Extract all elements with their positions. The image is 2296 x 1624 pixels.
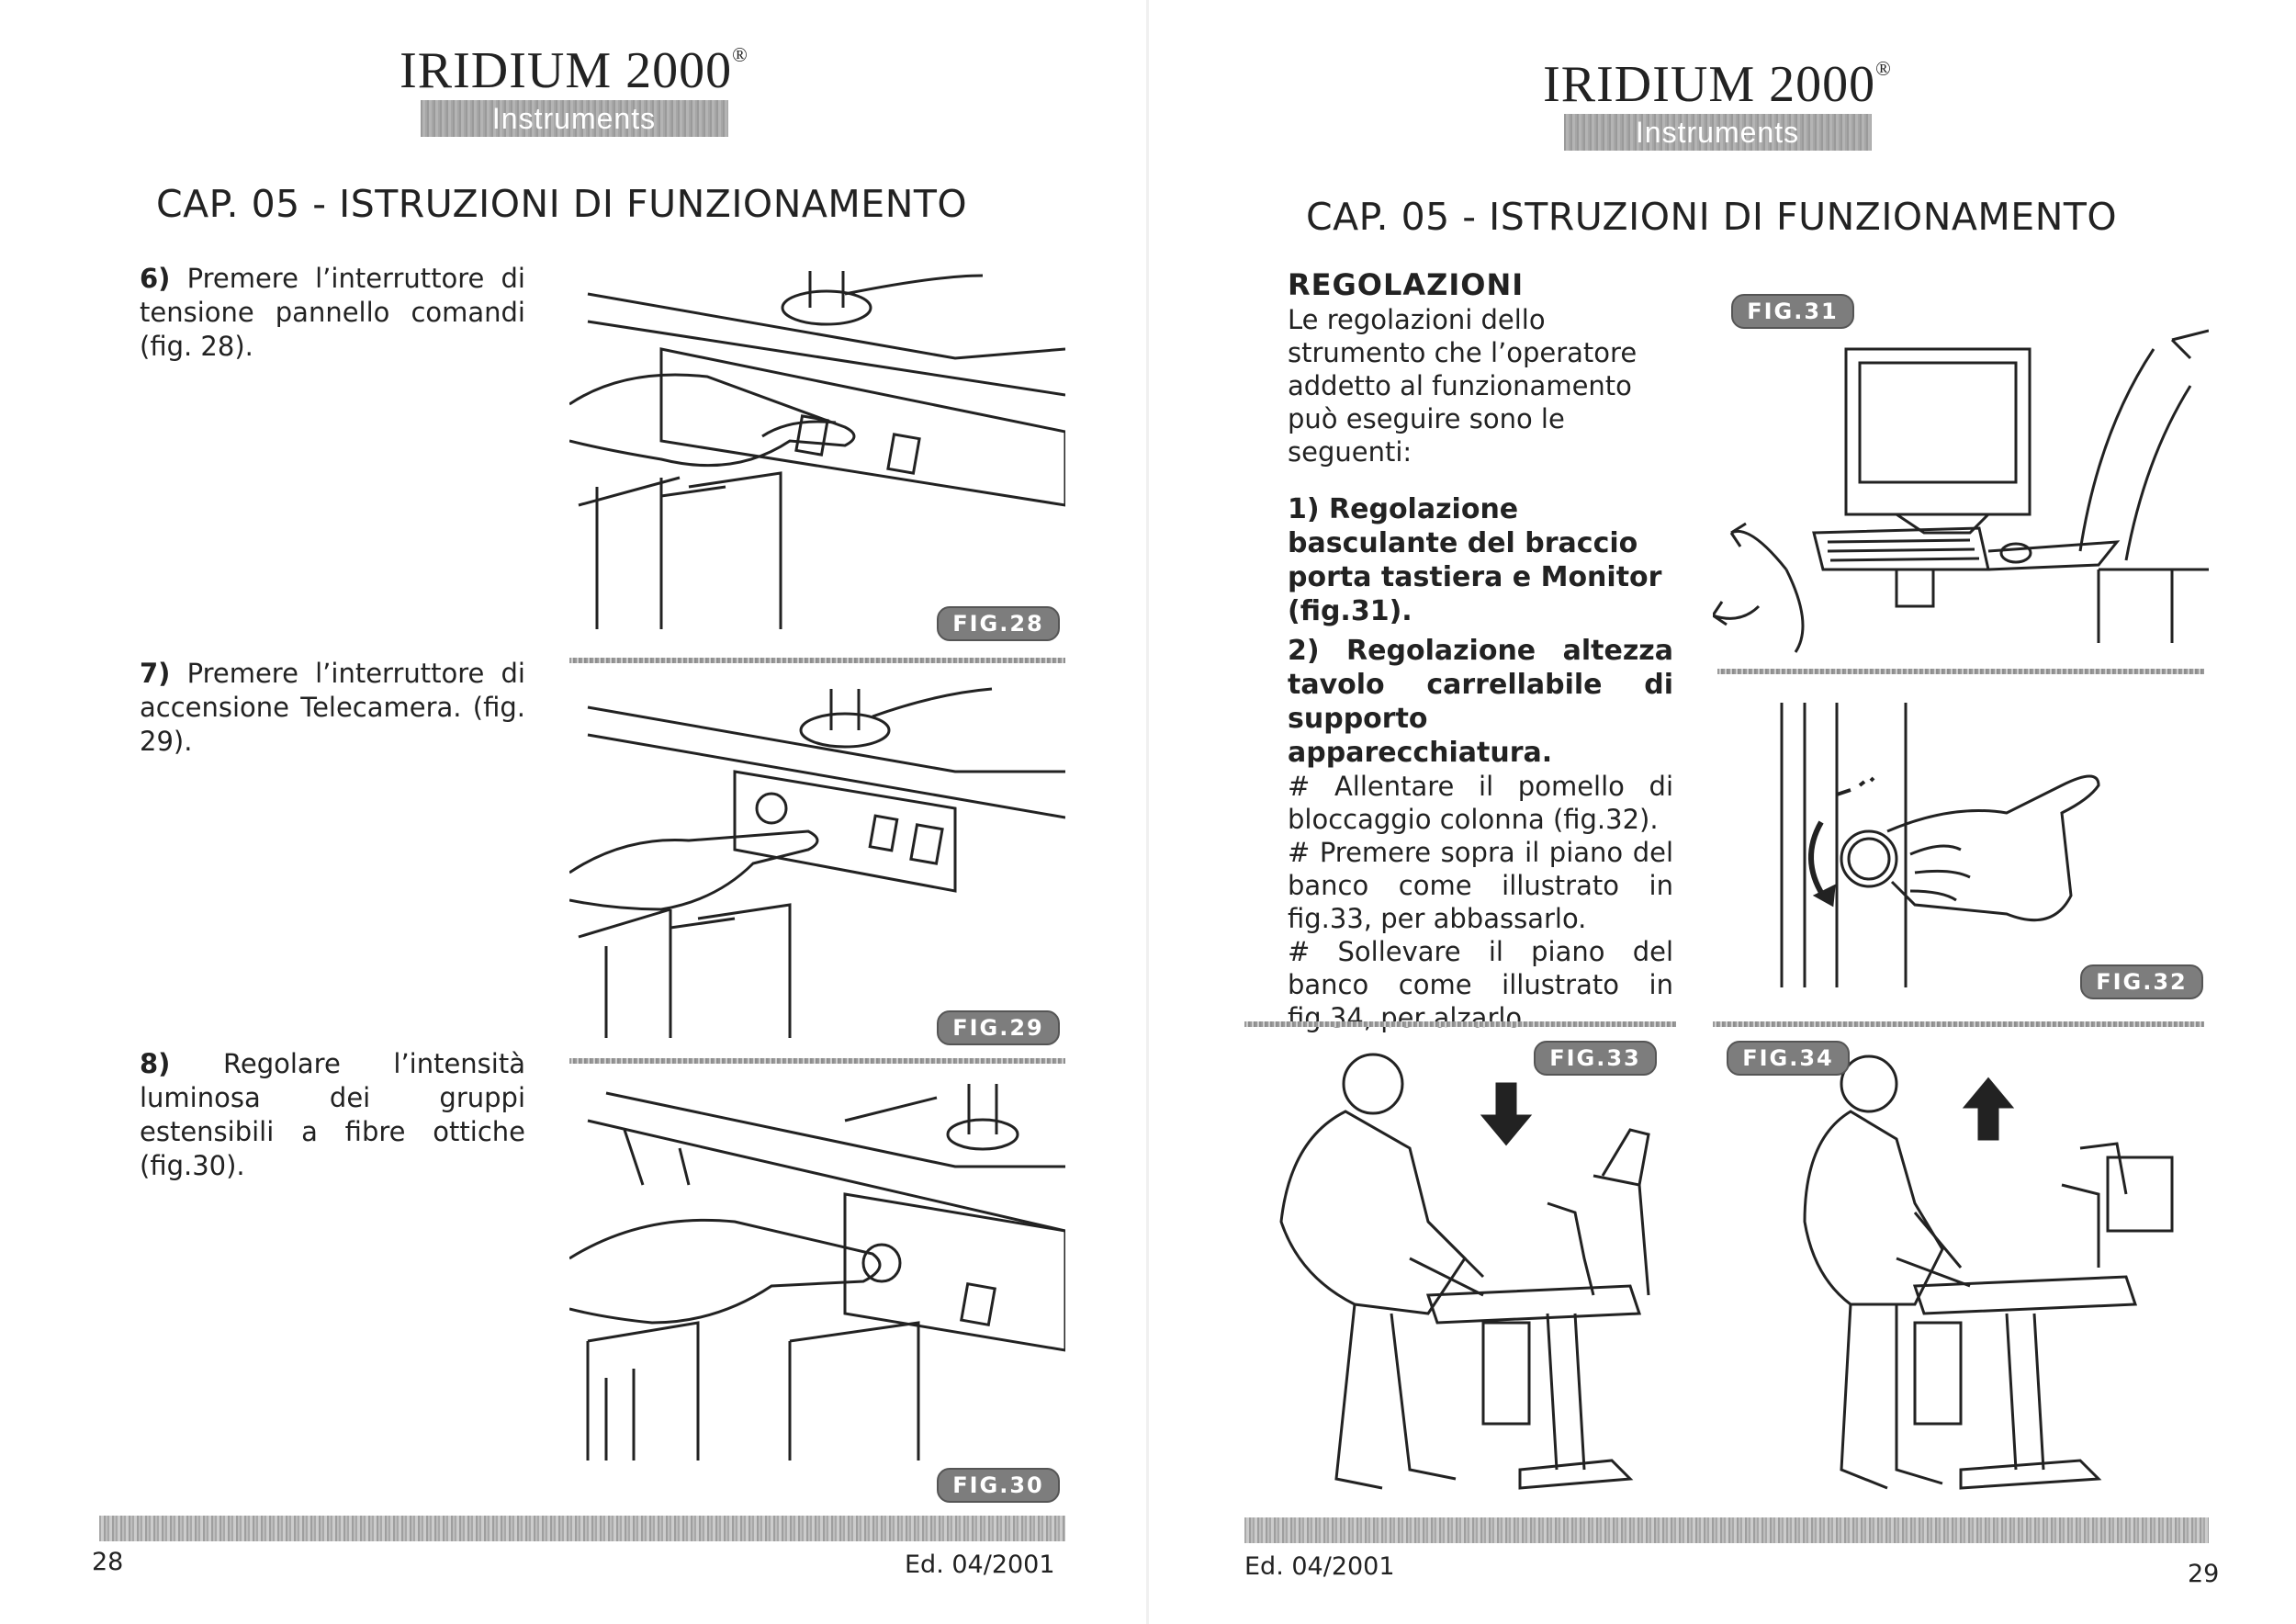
hand-turning-knob-illustration bbox=[569, 1084, 1065, 1460]
footer-bar bbox=[99, 1516, 1065, 1541]
fig-33-label: FIG.33 bbox=[1534, 1041, 1657, 1076]
brand-logo: IRIDIUM 2000® Instruments bbox=[372, 28, 776, 137]
right-page: IRIDIUM 2000® Instruments CAP. 05 - ISTR… bbox=[1148, 0, 2296, 1624]
item-2-title: 2) Regolazione altezza tavolo carrellabi… bbox=[1288, 635, 1673, 769]
item-2-step: # Allentare il pomello di bloccaggio col… bbox=[1288, 771, 1673, 835]
footer-bar bbox=[1244, 1517, 2209, 1543]
fig-28-illustration bbox=[569, 266, 1065, 638]
hand-pressing-switch-illustration bbox=[569, 271, 1065, 629]
divider bbox=[1244, 1021, 1676, 1027]
section-heading: REGOLAZIONI bbox=[1288, 267, 1525, 302]
brand-logo: IRIDIUM 2000® Instruments bbox=[1515, 41, 1919, 151]
divider bbox=[569, 658, 1065, 663]
edition-label: Ed. 04/2001 bbox=[1244, 1552, 1395, 1581]
page-number: 29 bbox=[2188, 1560, 2220, 1588]
brand-subtitle: Instruments bbox=[1563, 114, 1872, 151]
hand-loosening-column-knob-illustration bbox=[1780, 703, 2100, 987]
fig-30-illustration bbox=[569, 1075, 1065, 1460]
brand-title: IRIDIUM 2000® bbox=[1543, 56, 1892, 113]
fig-29-illustration bbox=[569, 680, 1065, 1038]
item-1: 1) Regolazione basculante del braccio po… bbox=[1288, 493, 1662, 627]
fig-28-label: FIG.28 bbox=[937, 606, 1060, 641]
fig-31-label: FIG.31 bbox=[1731, 294, 1854, 329]
fig-34-label: FIG.34 bbox=[1727, 1041, 1850, 1076]
divider bbox=[1717, 669, 2204, 674]
item-2-step: # Premere sopra il piano del banco come … bbox=[1288, 837, 1673, 934]
divider bbox=[569, 1058, 1065, 1064]
step-8: 8) Regolare l’intensità luminosa dei gru… bbox=[140, 1048, 525, 1181]
regolazioni-block: REGOLAZIONI Le regolazioni dello strumen… bbox=[1288, 266, 1673, 628]
fig-31-illustration bbox=[1713, 294, 2209, 661]
left-page: IRIDIUM 2000® Instruments CAP. 05 - ISTR… bbox=[92, 28, 1065, 1579]
fig-33-illustration bbox=[1244, 1038, 1694, 1497]
chapter-title: CAP. 05 - ISTRUZIONI DI FUNZIONAMENTO bbox=[156, 182, 968, 226]
page-fold bbox=[1146, 0, 1149, 1624]
chapter-title: CAP. 05 - ISTRUZIONI DI FUNZIONAMENTO bbox=[1306, 195, 2118, 239]
hand-pressing-camera-switch-illustration bbox=[569, 687, 1065, 1038]
edition-label: Ed. 04/2001 bbox=[905, 1551, 1055, 1579]
fig-32-illustration bbox=[1713, 694, 2209, 997]
page-number: 28 bbox=[92, 1548, 124, 1576]
operator-raising-table-illustration bbox=[1803, 1054, 2174, 1490]
fig-34-illustration bbox=[1713, 1038, 2204, 1497]
fig-30-label: FIG.30 bbox=[937, 1468, 1060, 1503]
brand-subtitle: Instruments bbox=[420, 100, 728, 137]
brand-title: IRIDIUM 2000® bbox=[400, 42, 748, 99]
divider bbox=[1713, 1021, 2204, 1027]
fig-32-label: FIG.32 bbox=[2080, 964, 2203, 999]
item-2-step: # Sollevare il piano del banco come illu… bbox=[1288, 936, 1673, 1033]
fig-29-label: FIG.29 bbox=[937, 1010, 1060, 1045]
operator-lowering-table-illustration bbox=[1279, 1053, 1650, 1490]
monitor-keyboard-arm-illustration bbox=[1713, 329, 2209, 653]
step-6: 6) Premere l’interruttore di tensione pa… bbox=[140, 263, 525, 362]
item-2-block: 2) Regolazione altezza tavolo carrellabi… bbox=[1288, 634, 1673, 1034]
intro-text: Le regolazioni dello strumento che l’ope… bbox=[1288, 304, 1638, 468]
step-7: 7) Premere l’interruttore di accensione … bbox=[140, 658, 525, 757]
